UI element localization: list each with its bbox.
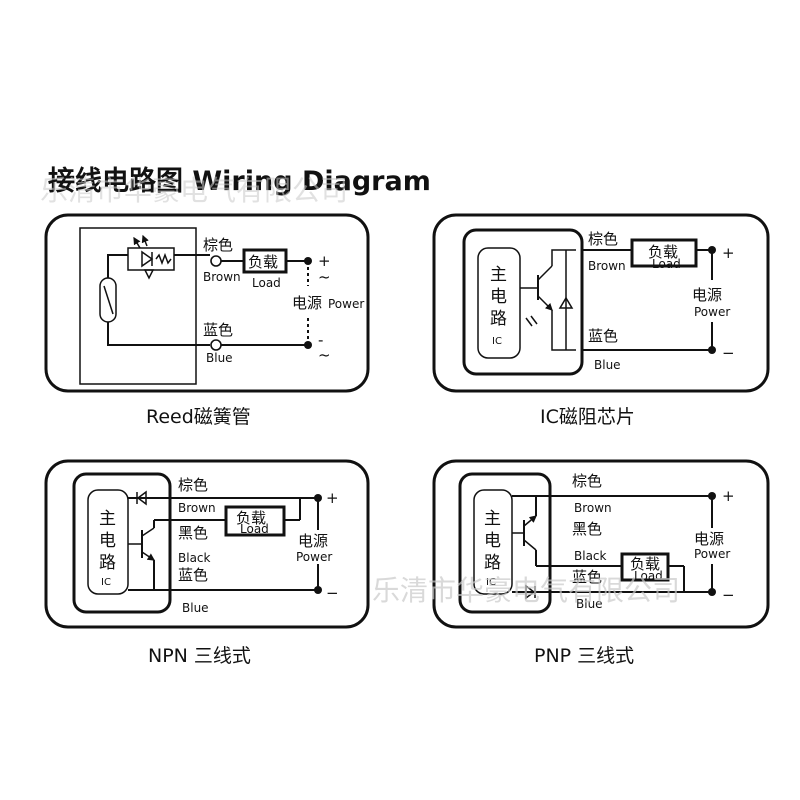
- reed-minus: -: [318, 331, 323, 349]
- panel-ic-frame: [432, 213, 770, 393]
- reed-plus: +: [318, 252, 331, 270]
- panel-reed-frame: [44, 213, 370, 393]
- ic-en: IC: [492, 336, 502, 347]
- ic-cn-3: 路: [490, 309, 507, 329]
- ic-power-en: Power: [694, 305, 730, 319]
- ic-brown-en: Brown: [588, 259, 626, 273]
- npn-main-circuit-block: [87, 489, 129, 595]
- reed-blue-terminal: [210, 339, 222, 351]
- reed-tilde-top: ~: [318, 268, 331, 286]
- ic-sensor-housing: [462, 228, 584, 376]
- panel-npn-frame: [44, 459, 370, 629]
- npn-blue-cn: 蓝色: [178, 566, 208, 584]
- pnp-power-en: Power: [694, 547, 730, 561]
- reed-wires: [107, 254, 210, 346]
- ic-load-cn: 负载: [648, 243, 678, 261]
- reed-caption: Reed磁簧管: [146, 406, 251, 428]
- reed-tilde-bottom: ~: [318, 346, 331, 364]
- pnp-black-en: Black: [574, 549, 607, 563]
- resistor-icon: [155, 252, 172, 266]
- ic-minus: −: [722, 344, 735, 362]
- pnp-blue-cn: 蓝色: [572, 568, 602, 586]
- panel-npn: 主 电 路 IC 负载 Load 棕色 Brown 黑色 Black 蓝色 Bl…: [44, 459, 370, 667]
- panel-pnp-frame: [432, 459, 770, 629]
- npn-cn-3: 路: [99, 553, 116, 573]
- pnp-load-cn: 负载: [630, 555, 660, 573]
- ic-zener-icon: [558, 296, 574, 309]
- panel-ic: 主 电 路 IC 负载 Load 棕色 Brown 蓝色 Blue 电源 Pow…: [432, 213, 770, 428]
- pnp-cn-1: 主: [484, 509, 501, 529]
- pnp-plus: +: [722, 487, 735, 505]
- npn-load-cn: 负载: [236, 509, 266, 527]
- reed-brown-en: Brown: [203, 270, 241, 284]
- npn-load-en: Load: [240, 522, 269, 536]
- pnp-en: IC: [486, 577, 496, 588]
- ic-main-circuit-block: [477, 247, 521, 359]
- led-icon: [141, 250, 154, 268]
- ic-plus: +: [722, 244, 735, 262]
- reed-power-cn: 电源: [292, 294, 322, 312]
- reed-load-en: Load: [252, 276, 281, 290]
- reed-blue-cn: 蓝色: [203, 321, 233, 339]
- pnp-load-en: Load: [634, 569, 663, 583]
- pnp-main-circuit-block: [473, 489, 513, 595]
- ic-load-en: Load: [652, 257, 681, 271]
- page-title: 接线电路图 Wiring Diagram: [48, 165, 431, 197]
- npn-cn-1: 主: [99, 509, 116, 529]
- ic-caption: IC磁阻芯片: [540, 406, 635, 428]
- reed-brown-cn: 棕色: [203, 236, 233, 254]
- pnp-cn-2: 电: [484, 531, 501, 551]
- ic-load-box: [630, 238, 698, 268]
- npn-caption: NPN 三线式: [148, 645, 251, 667]
- npn-brown-en: Brown: [178, 501, 216, 515]
- npn-black-en: Black: [178, 551, 211, 565]
- pnp-brown-en: Brown: [574, 501, 612, 515]
- panel-pnp: 主 电 路 IC 负载 Load 棕色 Brown 黑色 Black 蓝色 Bl…: [432, 459, 770, 667]
- pnp-cn-3: 路: [484, 553, 501, 573]
- npn-minus: −: [326, 584, 339, 602]
- ic-cn-1: 主: [490, 265, 507, 285]
- npn-black-cn: 黑色: [178, 524, 208, 542]
- pnp-black-cn: 黑色: [572, 520, 602, 538]
- npn-blue-en: Blue: [182, 601, 209, 615]
- npn-sensor-housing: [72, 472, 172, 614]
- reed-load-cn: 负载: [248, 253, 278, 271]
- npn-plus: +: [326, 489, 339, 507]
- npn-power-cn: 电源: [298, 532, 328, 550]
- npn-brown-cn: 棕色: [178, 476, 208, 494]
- ic-power-cn: 电源: [692, 286, 722, 304]
- npn-cn-2: 电: [99, 531, 116, 551]
- reed-sensor-housing: [79, 227, 197, 385]
- pnp-caption: PNP 三线式: [534, 645, 634, 667]
- watermark-bottom: 乐清市华豪电气有限公司: [372, 574, 680, 607]
- ic-led-icon: [525, 315, 538, 327]
- npn-en: IC: [101, 577, 111, 588]
- ic-blue-cn: 蓝色: [588, 327, 618, 345]
- npn-power-en: Power: [296, 550, 332, 564]
- ic-brown-cn: 棕色: [588, 230, 618, 248]
- ic-blue-en: Blue: [594, 358, 621, 372]
- watermark-top: 乐清市华豪电气有限公司: [40, 174, 348, 207]
- zener-icon: [143, 269, 155, 280]
- pnp-blue-en: Blue: [576, 597, 603, 611]
- pnp-minus: −: [722, 586, 735, 604]
- ic-cn-2: 电: [490, 287, 507, 307]
- panel-reed: 棕色 Brown 蓝色 Blue 负载 Load 电源 Power + ~ - …: [44, 213, 370, 428]
- pnp-power-cn: 电源: [694, 530, 724, 548]
- pnp-sensor-housing: [458, 472, 552, 614]
- reed-blue-en: Blue: [206, 351, 233, 365]
- reed-power-en: Power: [328, 297, 364, 311]
- pnp-brown-cn: 棕色: [572, 472, 602, 490]
- reed-brown-terminal: [210, 255, 222, 267]
